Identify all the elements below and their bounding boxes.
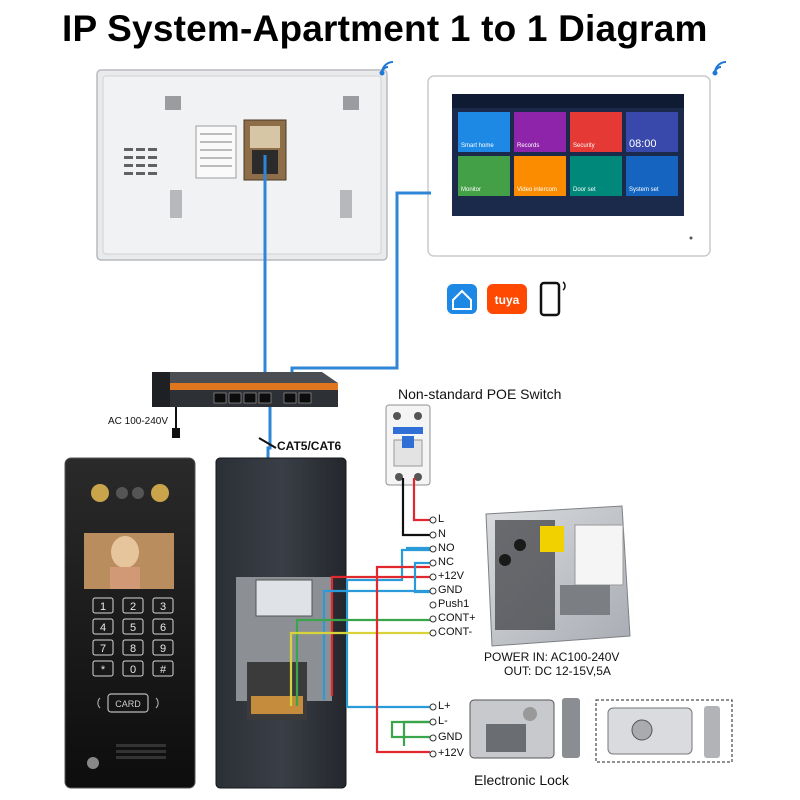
- speaker-grille: [116, 744, 166, 759]
- psu-input-label: POWER IN: AC100-240V: [484, 650, 620, 664]
- monitor-tile: [570, 156, 622, 196]
- circuit-breaker: [385, 404, 431, 486]
- terminal-cont-plus: CONT+: [438, 612, 476, 624]
- monitor-tile: [458, 112, 510, 152]
- keypad-key-label: 8: [130, 643, 136, 655]
- psu-output-label: OUT: DC 12-15V,5A: [504, 664, 611, 678]
- keypad-key-label: *: [101, 664, 106, 676]
- lock-terminal-l-plus: L+: [438, 700, 451, 712]
- terminal-no: NO: [438, 542, 455, 554]
- keypad-key-label: 2: [130, 601, 136, 613]
- electronic-lock-inside: [469, 698, 580, 759]
- keypad-key[interactable]: [152, 597, 174, 614]
- terminal-push1: Push1: [438, 598, 470, 610]
- monitor-tile-label: Records: [517, 143, 539, 149]
- monitor-tile-label: Security: [573, 143, 595, 149]
- terminal-dots: [429, 516, 437, 758]
- terminal-wires: [289, 478, 430, 754]
- monitor-tile: [458, 156, 510, 196]
- keypad-key-label: 3: [160, 601, 166, 613]
- terminal-nc: NC: [438, 556, 454, 568]
- poe-switch-label: Non-standard POE Switch: [398, 386, 562, 402]
- keypad-key[interactable]: [92, 597, 114, 614]
- keypad-key[interactable]: [122, 597, 144, 614]
- power-led: [689, 236, 693, 240]
- keypad-key-label: 4: [100, 622, 106, 634]
- terminal-l: L: [438, 513, 445, 525]
- tuya-text: tuya: [495, 293, 520, 307]
- electronic-lock-label: Electronic Lock: [474, 772, 569, 788]
- power-supply: [485, 505, 631, 647]
- keypad-key[interactable]: [152, 660, 174, 677]
- cable-marker: [258, 437, 277, 449]
- page-title: IP System-Apartment 1 to 1 Diagram: [62, 8, 708, 49]
- keypad-key[interactable]: [122, 660, 144, 677]
- keypad-key[interactable]: [122, 618, 144, 635]
- wifi-icon: [712, 61, 727, 76]
- terminal-12v: +12V: [438, 570, 464, 582]
- card-label: CARD: [115, 699, 141, 709]
- monitor-tile-label: Door set: [573, 187, 596, 193]
- keypad-key[interactable]: [152, 618, 174, 635]
- keypad-key[interactable]: [92, 639, 114, 656]
- monitor-tile: [514, 112, 566, 152]
- keypad-key-label: 1: [100, 601, 106, 613]
- cable-type-label: CAT5/CAT6: [277, 439, 342, 453]
- smart-home-icon: [447, 284, 477, 314]
- door-station: [64, 457, 196, 789]
- ac-input-label: AC 100-240V: [108, 416, 169, 427]
- wifi-icon: [379, 61, 394, 76]
- monitor-tile-label: 08:00: [629, 138, 657, 150]
- poe-switch: [152, 372, 338, 438]
- monitor-tile-label: Video intercom: [517, 187, 557, 193]
- monitor-tile: [626, 112, 678, 152]
- electronic-lock-outside: [595, 699, 733, 763]
- lock-terminal-12v: +12V: [438, 747, 464, 759]
- monitor-tile-label: System set: [629, 187, 659, 193]
- door-station-back: [215, 457, 347, 789]
- keypad-key-label: 5: [130, 622, 136, 634]
- keypad-key-label: 9: [160, 643, 166, 655]
- keypad-key-label: #: [160, 664, 167, 676]
- keypad-key-label: 0: [130, 664, 136, 676]
- keypad-key-label: 6: [160, 622, 166, 634]
- monitor-tile: [626, 156, 678, 196]
- keypad-key[interactable]: [92, 618, 114, 635]
- terminal-cont-minus: CONT-: [438, 626, 473, 638]
- door-keypad: 1 2 3 4 5 6 7 8 9 * 0 #: [92, 597, 174, 677]
- terminal-gnd: GND: [438, 584, 463, 596]
- smartphone-icon: [539, 281, 566, 317]
- keypad-key[interactable]: [92, 660, 114, 677]
- card-reader-icon: [97, 693, 159, 713]
- monitor-tile: [514, 156, 566, 196]
- monitor-back: [96, 69, 388, 261]
- lock-terminal-l-minus: L-: [438, 715, 448, 727]
- monitor-tile-label: Smart home: [461, 143, 494, 149]
- keypad-key-label: 7: [100, 643, 106, 655]
- keypad-key[interactable]: [152, 639, 174, 656]
- lock-terminal-gnd: GND: [438, 731, 463, 743]
- monitor-tile: [570, 112, 622, 152]
- monitor-tile-label: Monitor: [461, 187, 481, 193]
- tuya-icon: [487, 284, 527, 314]
- terminal-n: N: [438, 528, 446, 540]
- keypad-key[interactable]: [122, 639, 144, 656]
